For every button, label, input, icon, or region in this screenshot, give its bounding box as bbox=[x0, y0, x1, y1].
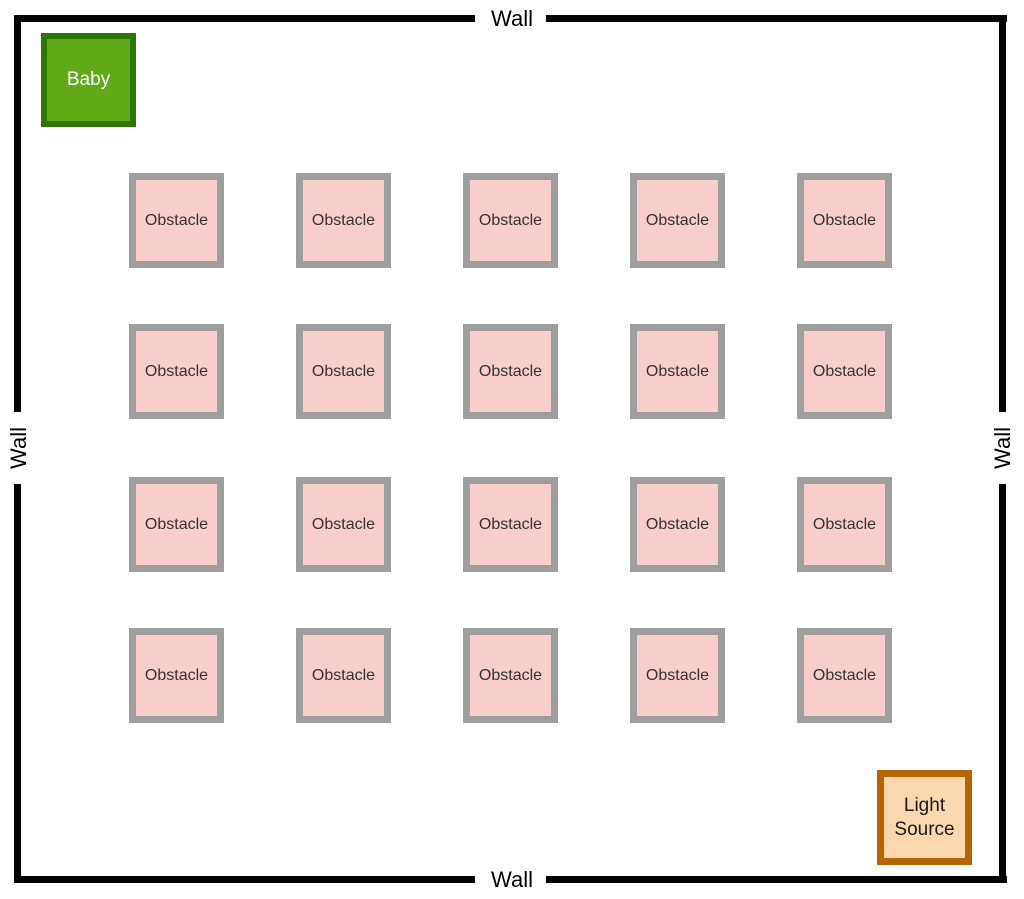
wall-left-label: Wall bbox=[6, 423, 31, 473]
obstacle-label: Obstacle bbox=[311, 211, 376, 229]
obstacle-node: Obstacle bbox=[463, 477, 558, 572]
obstacle-node: Obstacle bbox=[296, 477, 391, 572]
obstacle-label: Obstacle bbox=[812, 211, 877, 229]
obstacle-label: Obstacle bbox=[144, 362, 209, 380]
baby-label: Baby bbox=[66, 69, 111, 90]
wall-right-upper-segment bbox=[999, 15, 1006, 412]
obstacle-node: Obstacle bbox=[463, 173, 558, 268]
obstacle-node: Obstacle bbox=[797, 173, 892, 268]
obstacle-node: Obstacle bbox=[630, 324, 725, 419]
obstacle-label: Obstacle bbox=[478, 362, 543, 380]
obstacle-node: Obstacle bbox=[797, 628, 892, 723]
obstacle-label: Obstacle bbox=[144, 666, 209, 684]
obstacle-node: Obstacle bbox=[630, 628, 725, 723]
obstacle-node: Obstacle bbox=[630, 173, 725, 268]
obstacle-node: Obstacle bbox=[463, 324, 558, 419]
baby-node: Baby bbox=[41, 33, 136, 127]
obstacle-node: Obstacle bbox=[463, 628, 558, 723]
obstacle-label: Obstacle bbox=[478, 211, 543, 229]
obstacle-node: Obstacle bbox=[797, 324, 892, 419]
obstacle-node: Obstacle bbox=[296, 628, 391, 723]
obstacle-node: Obstacle bbox=[296, 173, 391, 268]
obstacle-label: Obstacle bbox=[812, 515, 877, 533]
obstacle-label: Obstacle bbox=[645, 666, 710, 684]
wall-top-label: Wall bbox=[487, 8, 537, 30]
light-source-node: Light Source bbox=[877, 770, 972, 865]
wall-top-right-segment bbox=[546, 15, 1007, 22]
obstacle-label: Obstacle bbox=[645, 515, 710, 533]
obstacle-label: Obstacle bbox=[478, 666, 543, 684]
obstacle-label: Obstacle bbox=[645, 211, 710, 229]
obstacle-label: Obstacle bbox=[478, 515, 543, 533]
obstacle-node: Obstacle bbox=[797, 477, 892, 572]
wall-left-upper-segment bbox=[14, 15, 21, 412]
light-source-label: Light Source bbox=[894, 794, 954, 842]
obstacle-node: Obstacle bbox=[129, 324, 224, 419]
obstacle-label: Obstacle bbox=[311, 515, 376, 533]
obstacle-label: Obstacle bbox=[311, 362, 376, 380]
wall-top-left-segment bbox=[14, 15, 475, 22]
wall-bottom-label: Wall bbox=[487, 869, 537, 891]
light-source-label-line2: Source bbox=[894, 818, 955, 840]
obstacle-label: Obstacle bbox=[812, 362, 877, 380]
wall-right-lower-segment bbox=[999, 484, 1006, 883]
obstacle-node: Obstacle bbox=[630, 477, 725, 572]
obstacle-node: Obstacle bbox=[129, 628, 224, 723]
obstacle-label: Obstacle bbox=[144, 211, 209, 229]
obstacle-node: Obstacle bbox=[129, 477, 224, 572]
wall-bottom-left-segment bbox=[14, 876, 475, 883]
obstacle-node: Obstacle bbox=[296, 324, 391, 419]
obstacle-node: Obstacle bbox=[129, 173, 224, 268]
obstacle-label: Obstacle bbox=[645, 362, 710, 380]
obstacle-label: Obstacle bbox=[144, 515, 209, 533]
wall-right-label: Wall bbox=[990, 423, 1015, 473]
obstacle-label: Obstacle bbox=[311, 666, 376, 684]
obstacle-label: Obstacle bbox=[812, 666, 877, 684]
wall-bottom-right-segment bbox=[546, 876, 1007, 883]
light-source-label-line1: Light bbox=[903, 794, 946, 816]
wall-left-lower-segment bbox=[14, 484, 21, 883]
